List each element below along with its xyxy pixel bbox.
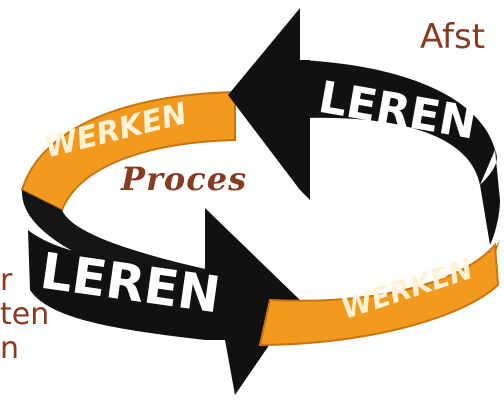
- bottom-black-body: [28, 230, 205, 340]
- top-black-band: [300, 60, 495, 185]
- bottom-arrow-head: [205, 208, 300, 395]
- side-text-left-line: ten: [0, 297, 50, 332]
- top-arrow-head: [228, 8, 310, 200]
- side-text-right: Afst: [420, 17, 486, 57]
- bottom-black-band: [21, 190, 211, 330]
- bottom-orange-band-face: [258, 242, 500, 347]
- side-text-left-line: r: [0, 263, 13, 298]
- side-text-left: r ten n: [0, 264, 49, 366]
- side-text-left-line: n: [0, 331, 20, 366]
- center-label: Proces: [121, 160, 248, 198]
- top-black-band-fold: [480, 150, 500, 245]
